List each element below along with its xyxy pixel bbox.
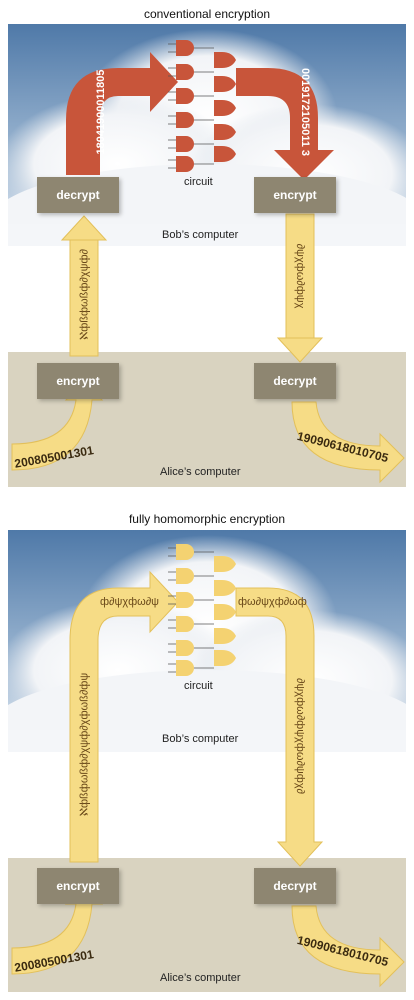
top-alice-arrow-out <box>291 401 405 484</box>
bottom-cipher-curve-out-text: фω∂ψχф∂ωф <box>238 596 307 608</box>
top-arrow-down <box>276 213 324 363</box>
bottom-alice-encrypt-box: encrypt <box>37 868 119 904</box>
top-bob-computer-label: Bob’s computer <box>162 229 239 241</box>
bottom-alice-decrypt-box: decrypt <box>254 868 336 904</box>
bottom-circuit-gates <box>176 544 236 676</box>
top-circuit-label: circuit <box>184 176 213 188</box>
top-diagram-graphics <box>11 40 405 484</box>
bottom-cipher-down-text: ∂ψχфω∂фψχфω∂ψфχ∂ <box>294 678 306 794</box>
bottom-alice-arrow-in <box>11 883 104 975</box>
top-bob-encrypt-box: encrypt <box>254 177 336 213</box>
bottom-arrow-up-curved <box>69 570 179 863</box>
top-alice-arrow-in <box>11 379 104 471</box>
top-alice-encrypt-box: encrypt <box>37 363 119 399</box>
top-circuit-wires <box>168 43 214 169</box>
bottom-alice-arrow-out <box>291 905 405 988</box>
bottom-alice-computer-label: Alice’s computer <box>160 972 241 984</box>
bottom-bob-computer-label: Bob’s computer <box>162 733 239 745</box>
top-circuit-gates <box>176 40 236 172</box>
top-alice-computer-label: Alice’s computer <box>160 466 241 478</box>
bottom-circuit-wires <box>168 547 214 673</box>
top-alice-decrypt-box: decrypt <box>254 363 336 399</box>
top-panel-title: conventional encryption <box>143 7 271 21</box>
bottom-arrow-down-curved <box>235 587 324 867</box>
top-bob-decrypt-box: decrypt <box>37 177 119 213</box>
bottom-panel-title: fully homomorphic encryption <box>128 512 286 526</box>
top-red-arrow-right <box>236 68 334 180</box>
bottom-circuit-label: circuit <box>184 680 213 692</box>
top-red-arrow-left <box>66 52 178 175</box>
top-arrow-up <box>60 215 108 357</box>
bottom-cipher-up-text: ℵфßфωßф∂χψф∂χфωß∂фψ <box>78 672 91 817</box>
bottom-cipher-curve-in-text: ф∂ψχфω∂ψ <box>100 596 160 608</box>
